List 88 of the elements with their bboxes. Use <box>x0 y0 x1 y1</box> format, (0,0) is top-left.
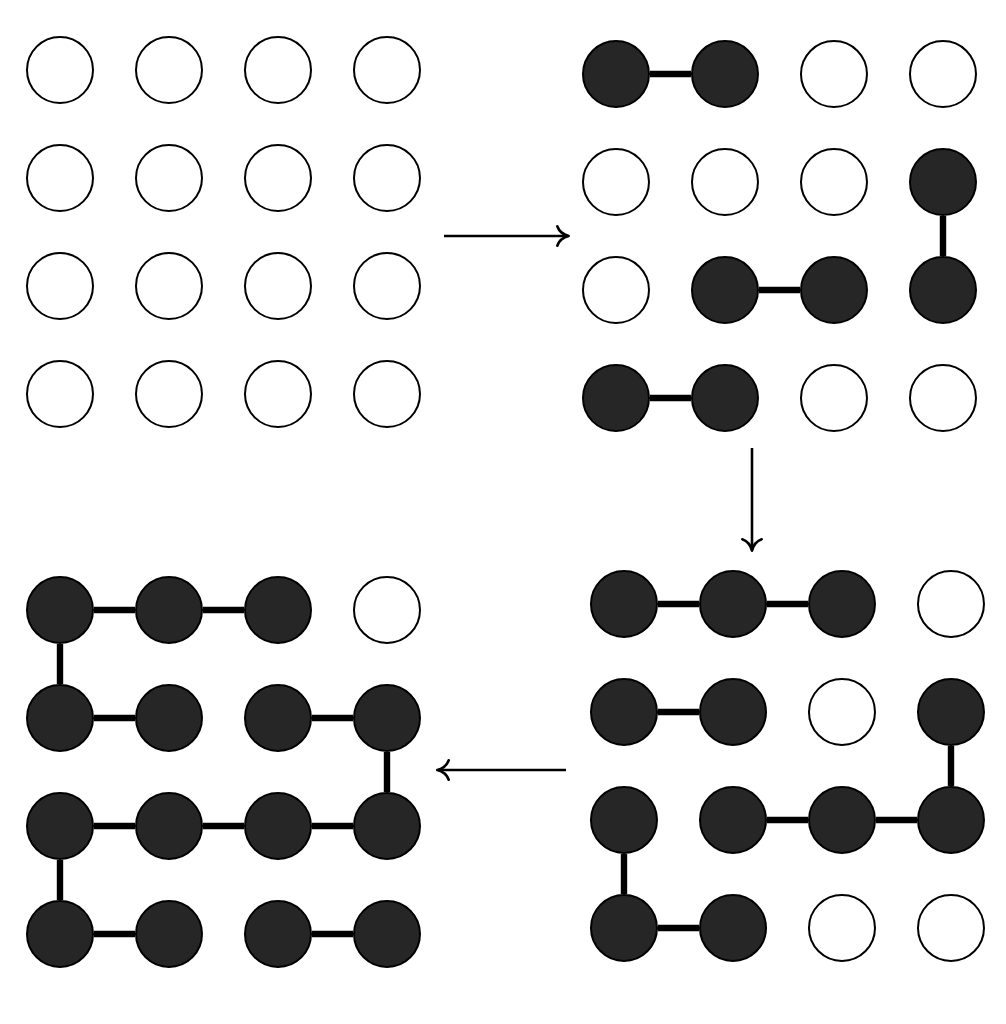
hollow-circle <box>353 360 421 428</box>
connector-line <box>56 644 64 684</box>
filled-dot <box>244 792 312 860</box>
hollow-circle <box>917 570 985 638</box>
filled-dot <box>590 678 658 746</box>
filled-dot <box>135 792 203 860</box>
filled-dot <box>909 256 977 324</box>
connector-line <box>203 822 244 830</box>
connector-line <box>94 714 135 722</box>
connector-line <box>658 924 699 932</box>
hollow-circle <box>244 144 312 212</box>
hollow-circle <box>917 894 985 962</box>
filled-dot <box>808 570 876 638</box>
hollow-circle <box>808 678 876 746</box>
hollow-circle <box>244 252 312 320</box>
filled-dot <box>26 684 94 752</box>
hollow-circle <box>26 360 94 428</box>
filled-dot <box>699 786 767 854</box>
hollow-circle <box>582 148 650 216</box>
connector-line <box>94 930 135 938</box>
hollow-circle <box>135 144 203 212</box>
connector-line <box>94 822 135 830</box>
filled-dot <box>135 900 203 968</box>
connector-line <box>203 606 244 614</box>
hollow-circle <box>135 360 203 428</box>
filled-dot <box>691 40 759 108</box>
connector-line <box>312 930 353 938</box>
connector-line <box>939 216 947 256</box>
hollow-circle <box>800 148 868 216</box>
filled-dot <box>244 684 312 752</box>
connector-line <box>94 606 135 614</box>
filled-dot <box>135 684 203 752</box>
hollow-circle <box>808 894 876 962</box>
filled-dot <box>244 576 312 644</box>
hollow-circle <box>353 36 421 104</box>
filled-dot <box>800 256 868 324</box>
filled-dot <box>26 792 94 860</box>
connector-line <box>658 708 699 716</box>
hollow-circle <box>244 360 312 428</box>
hollow-circle <box>691 148 759 216</box>
hollow-circle <box>800 40 868 108</box>
filled-dot <box>808 786 876 854</box>
filled-dot <box>353 684 421 752</box>
connector-line <box>383 752 391 792</box>
filled-dot <box>590 894 658 962</box>
hollow-circle <box>135 36 203 104</box>
hollow-circle <box>26 36 94 104</box>
filled-dot <box>590 570 658 638</box>
hollow-circle <box>26 252 94 320</box>
filled-dot <box>353 900 421 968</box>
hollow-circle <box>353 252 421 320</box>
filled-dot <box>917 678 985 746</box>
hollow-circle <box>353 576 421 644</box>
filled-dot <box>691 364 759 432</box>
filled-dot <box>582 40 650 108</box>
hollow-circle <box>909 40 977 108</box>
connector-line <box>650 394 691 402</box>
filled-dot <box>135 576 203 644</box>
filled-dot <box>244 900 312 968</box>
connector-line <box>759 286 800 294</box>
filled-dot <box>26 900 94 968</box>
hollow-circle <box>800 364 868 432</box>
filled-dot <box>691 256 759 324</box>
connector-line <box>767 600 808 608</box>
filled-dot <box>26 576 94 644</box>
filled-dot <box>909 148 977 216</box>
hollow-circle <box>26 144 94 212</box>
connector-line <box>658 600 699 608</box>
connector-line <box>947 746 955 786</box>
filled-dot <box>590 786 658 854</box>
connector-line <box>312 714 353 722</box>
filled-dot <box>353 792 421 860</box>
filled-dot <box>699 678 767 746</box>
connector-line <box>56 860 64 900</box>
filled-dot <box>917 786 985 854</box>
filled-dot <box>582 364 650 432</box>
connector-line <box>876 816 917 824</box>
hollow-circle <box>582 256 650 324</box>
hollow-circle <box>244 36 312 104</box>
hollow-circle <box>135 252 203 320</box>
filled-dot <box>699 570 767 638</box>
hollow-circle <box>909 364 977 432</box>
connector-line <box>767 816 808 824</box>
filled-dot <box>699 894 767 962</box>
connector-line <box>650 70 691 78</box>
connector-line <box>620 854 628 894</box>
connector-line <box>312 822 353 830</box>
hollow-circle <box>353 144 421 212</box>
